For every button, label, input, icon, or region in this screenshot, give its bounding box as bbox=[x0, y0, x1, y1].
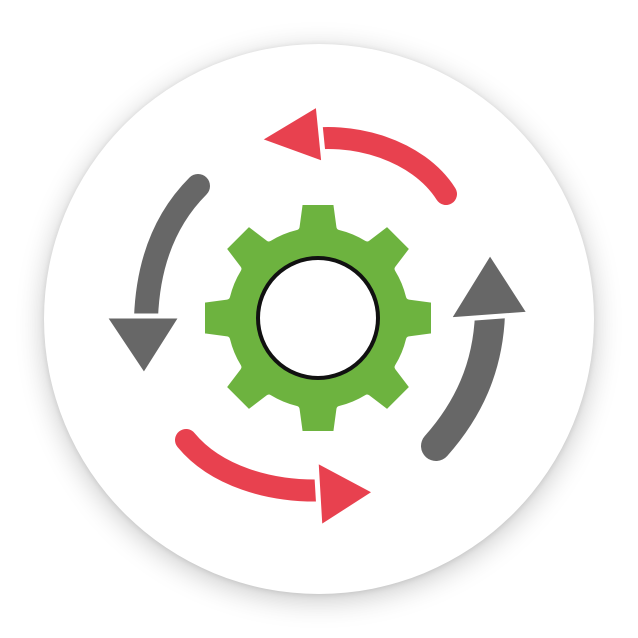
gray-arrow-left-icon bbox=[101, 169, 215, 379]
gear-hole bbox=[256, 256, 380, 380]
gear-icon bbox=[198, 198, 438, 438]
red-arrow-top-icon bbox=[255, 101, 462, 210]
red-arrow-bottom-icon bbox=[170, 424, 379, 531]
gray-arrow-right-icon bbox=[416, 249, 533, 466]
